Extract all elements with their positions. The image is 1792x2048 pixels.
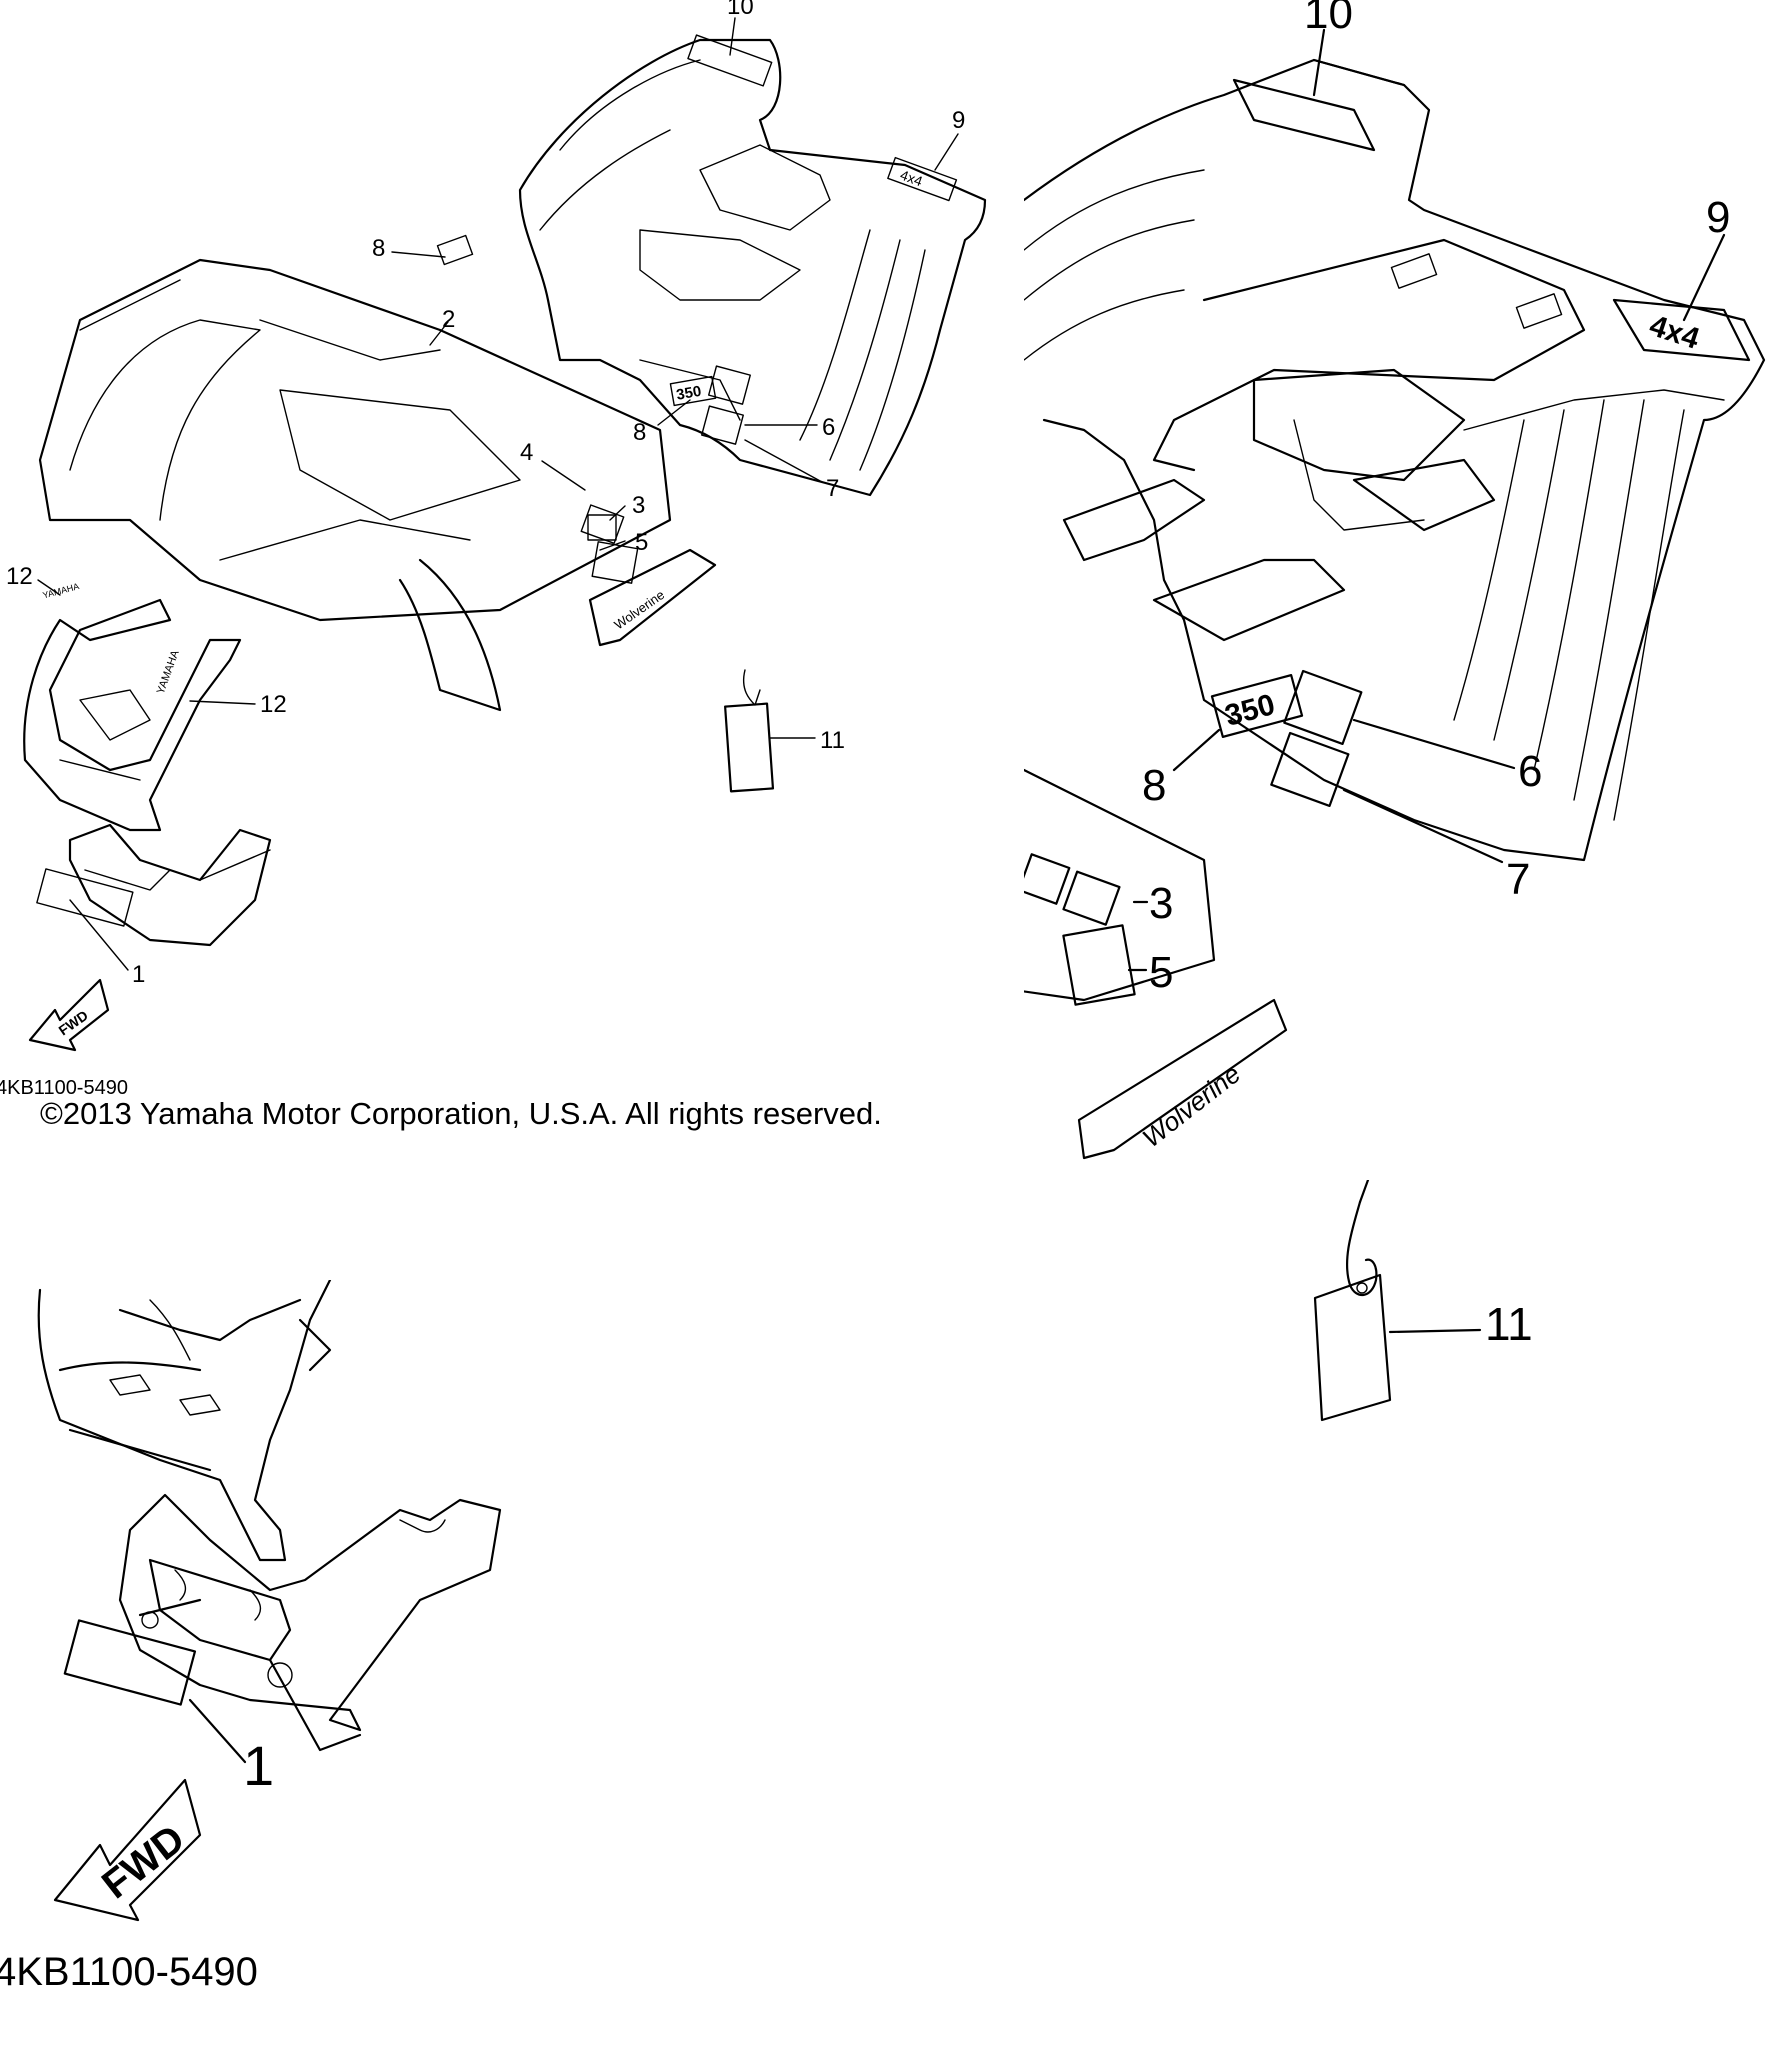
decal-350-text: 350 [675,383,703,404]
overview-diagram: Wolverine 350 4x4 YAMAHA YAMAHA FWD 10 9… [0,0,1000,1150]
callout-2: 2 [442,306,455,333]
callout-6: 6 [822,414,835,441]
decal-350-outline [1210,674,1304,738]
front-guard-outline [23,598,242,832]
zoom-front-bumper: 1 FWD 4KB1100-5490 [0,1280,1024,2048]
part-code: 4KB1100-5490 [0,1077,128,1099]
decal-5-outline [1062,924,1136,1006]
wolverine-decal-outline [1077,998,1288,1160]
decal-350-outline [669,375,717,407]
decal-4-outline [1024,853,1071,905]
decal-4x4-text: 4x4 [898,167,925,190]
callout-12-right: 12 [260,691,287,718]
rear-fender-zoom-outline [1024,58,1766,862]
decal-7-outline [700,405,744,445]
callout-8-lower: 8 [633,419,646,446]
wolverine-decal-outline [588,548,717,647]
callout-11: 11 [820,727,845,754]
callout-3: 3 [632,492,645,519]
yamaha-rack-text: YAMAHA [155,648,182,696]
callout-8-upper: 8 [372,235,385,262]
hang-tag-zoom-outline [1313,1180,1482,1422]
wolverine-decal-text: Wolverine [1137,1058,1247,1153]
decal-8-small-outline [436,234,474,266]
yamaha-small-text: YAMAHA [42,581,81,600]
decal-4-outline [587,514,617,541]
fwd-text: FWD [56,1007,91,1038]
callout-10: 10 [1304,0,1353,38]
callout-7: 7 [826,475,839,502]
callout-3: 3 [1149,879,1173,928]
callout-4: 4 [520,439,533,466]
decal-5-outline [591,541,639,584]
callout-7: 7 [1506,855,1530,904]
fwd-arrow: FWD [53,1778,202,1922]
front-bumper-outline [68,823,272,947]
callout-5: 5 [635,529,648,556]
zoom-rear-fender: 4x4 350 Wolverine 10 9 8 6 7 3 5 [1024,0,1792,1180]
front-fender-outline [38,258,672,712]
callout-6: 6 [1518,747,1542,796]
front-bumper-zoom-outline [118,1493,502,1752]
callout-9: 9 [1706,193,1730,242]
decal-350-text: 350 [1222,688,1279,733]
fwd-arrow: FWD [28,978,110,1052]
decal-4x4-text: 4x4 [1645,309,1703,356]
decal-3-outline [580,504,625,545]
front-guard-zoom-outline [37,1280,332,1562]
callout-8: 8 [1142,761,1166,810]
decal-9-outline [1612,298,1751,362]
rear-fender-outline [518,34,987,497]
decal-sheet-outline [1024,768,1216,1002]
callout-1: 1 [243,1734,274,1797]
leader-lines [1127,28,1726,972]
part-code: 4KB1100-5490 [0,1950,258,1994]
copyright-notice: ©2013 Yamaha Motor Corporation, U.S.A. A… [40,1096,882,1131]
leader-lines [37,17,959,971]
callout-12-left: 12 [6,563,33,590]
decal-3-outline [1062,870,1121,926]
callout-1: 1 [132,961,145,988]
decal-1-outline [63,1619,197,1706]
decal-1-outline [36,868,134,927]
decal-10-outline [1232,78,1376,152]
decal-7-outline [1270,731,1350,808]
zoom-hang-tag: 11 [1280,1180,1792,1480]
callout-10: 10 [727,0,754,20]
hang-tag-outline [724,669,816,793]
fwd-text: FWD [94,1817,193,1908]
leader-lines [138,1598,247,1764]
callout-9: 9 [952,107,965,134]
callout-11: 11 [1485,1298,1533,1350]
callout-5: 5 [1149,948,1173,997]
decal-6-outline [1283,669,1363,746]
